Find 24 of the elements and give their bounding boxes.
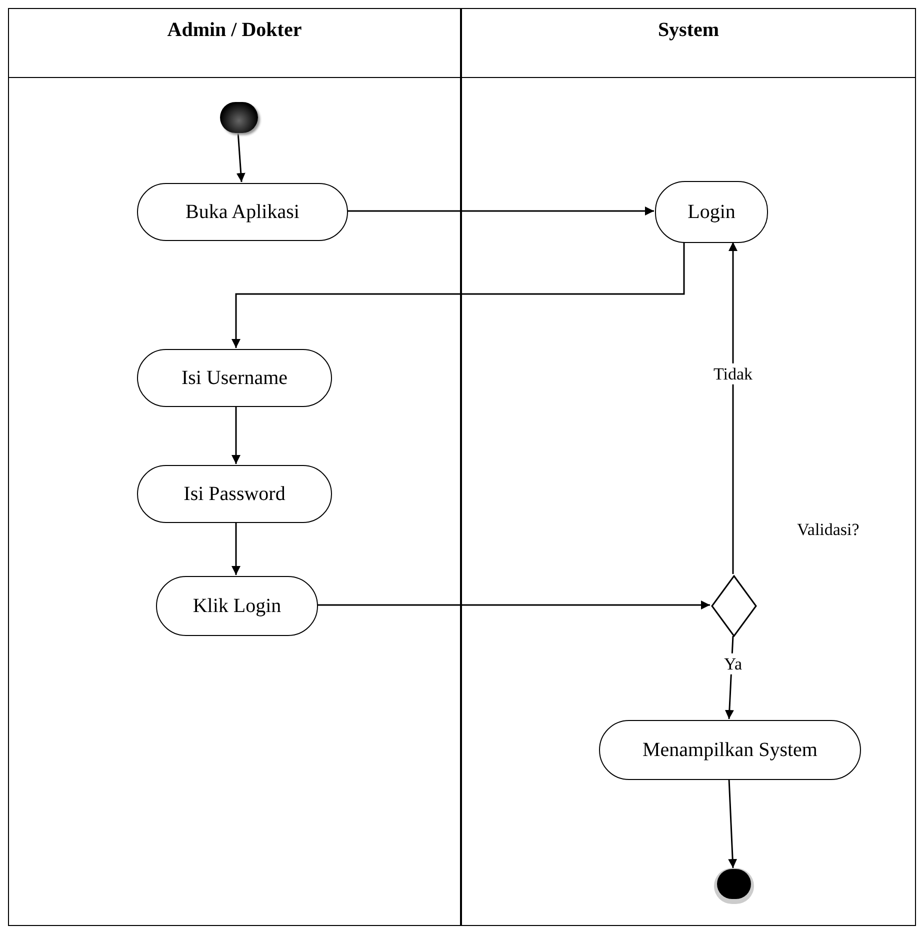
activity-node: Klik Login: [156, 576, 318, 636]
arrow: [317, 600, 710, 610]
arrow: [728, 778, 738, 868]
edge-label: Tidak: [711, 363, 755, 385]
arrow: [236, 132, 246, 182]
activity-node: Isi Username: [137, 349, 332, 407]
swimlane: [461, 8, 916, 926]
arrow: [724, 636, 734, 720]
lane-title: System: [658, 18, 720, 43]
arrow: [728, 242, 738, 574]
end-node: [717, 869, 751, 899]
arrow: [232, 406, 240, 464]
arrow: [347, 206, 654, 216]
arrow: [232, 522, 240, 575]
lane-title: Admin / Dokter: [167, 18, 302, 43]
decision-label: Validasi?: [797, 519, 860, 541]
edge-label: Ya: [722, 653, 744, 675]
activity-node: Buka Aplikasi: [137, 183, 348, 241]
swimlane: [8, 8, 461, 926]
activity-node: Login: [655, 181, 768, 243]
activity-node: Menampilkan System: [599, 720, 861, 780]
arrow: [232, 242, 685, 348]
start-node: [220, 102, 258, 133]
activity-node: Isi Password: [137, 465, 332, 523]
